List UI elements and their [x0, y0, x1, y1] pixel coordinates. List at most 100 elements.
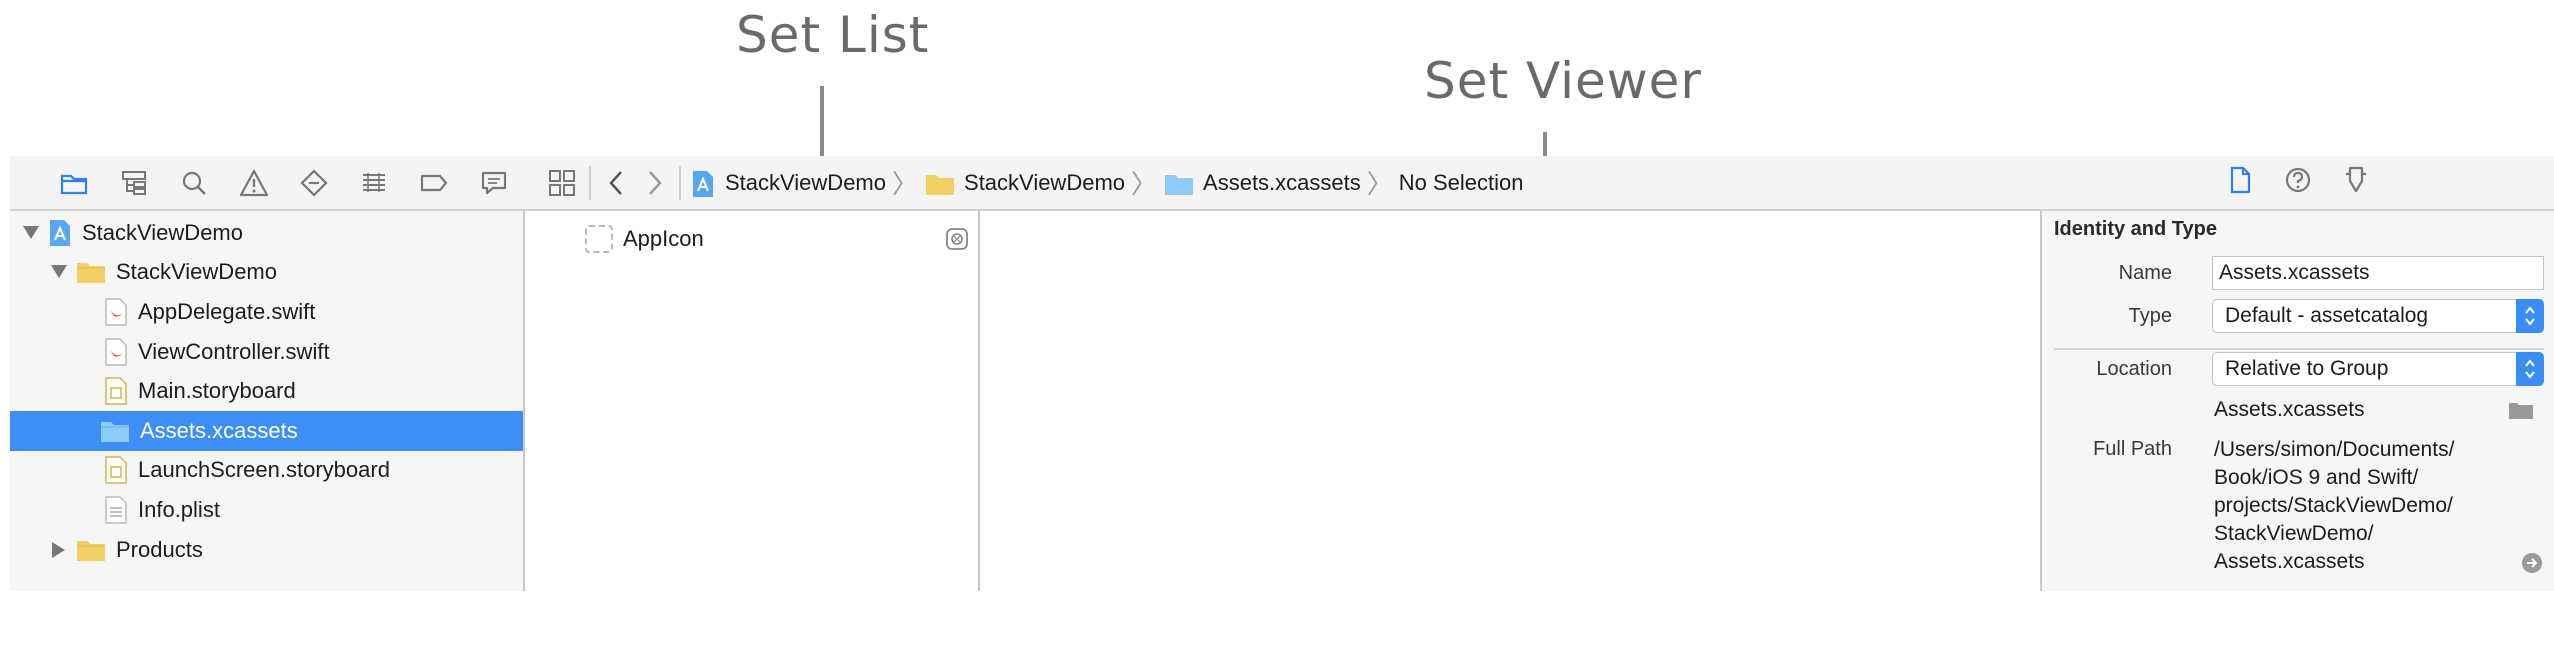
swift-file-icon: [104, 298, 128, 326]
location-select-value: Relative to Group: [2225, 357, 2389, 380]
list-icon: [363, 172, 385, 192]
tree-item-appdelegate[interactable]: AppDelegate.swift: [10, 292, 523, 332]
select-arrows-icon: [2516, 352, 2544, 386]
set-list-item-appicon[interactable]: AppIcon: [585, 225, 704, 253]
tree-item-group-stackviewdemo[interactable]: StackViewDemo: [10, 253, 523, 293]
type-select-value: Default - assetcatalog: [2225, 304, 2429, 327]
breadcrumb-separator-icon: 〉: [1131, 170, 1158, 200]
folder-icon: [76, 258, 106, 286]
location-label: Location: [2096, 358, 2172, 380]
tag-icon: [420, 174, 448, 191]
diamond-icon: [300, 168, 328, 197]
asset-set-viewer: [982, 211, 2042, 591]
disclosure-closed-icon[interactable]: [50, 541, 68, 559]
attributes-inspector-tab[interactable]: [2341, 165, 2371, 200]
symbol-navigator-tab[interactable]: [104, 163, 164, 203]
project-navigator: StackViewDemo StackViewDemo AppDelegate.…: [10, 156, 525, 591]
breadcrumb-separator-icon: 〉: [1366, 170, 1393, 200]
help-icon: [2285, 167, 2311, 193]
set-list-item-label: AppIcon: [623, 226, 704, 251]
appicon-placeholder-icon: [585, 225, 613, 253]
folder-icon: [60, 174, 88, 194]
forward-button[interactable]: [631, 163, 679, 203]
tree-item-project[interactable]: StackViewDemo: [10, 213, 523, 253]
disclosure-open-icon[interactable]: [22, 224, 40, 242]
quick-help-tab[interactable]: [2283, 165, 2313, 200]
hierarchy-icon: [122, 170, 146, 195]
breadcrumb-assets[interactable]: Assets.xcassets: [1163, 170, 1361, 196]
type-select[interactable]: Default - assetcatalog: [2212, 299, 2544, 333]
breakpoint-navigator-tab[interactable]: [404, 163, 464, 203]
breadcrumb-selection[interactable]: No Selection: [1399, 170, 1524, 196]
tree-item-viewcontroller[interactable]: ViewController.swift: [10, 332, 523, 372]
tree-item-label: AppDelegate.swift: [138, 298, 316, 324]
section-title: Identity and Type: [2054, 218, 2217, 240]
full-path-line: Assets.xcassets: [2214, 550, 2365, 573]
tree-item-label: Info.plist: [138, 496, 220, 522]
file-inspector-tab[interactable]: [2225, 165, 2255, 200]
full-path-line: projects/StackViewDemo/: [2214, 494, 2453, 517]
project-icon: [691, 170, 717, 197]
attributes-icon: [2346, 166, 2366, 193]
tree-item-label: ViewController.swift: [138, 338, 330, 364]
tree-item-label: StackViewDemo: [82, 219, 243, 245]
project-navigator-tab[interactable]: [44, 163, 104, 203]
debug-navigator-tab[interactable]: [344, 163, 404, 203]
file-icon: [2230, 166, 2251, 194]
asset-set-list: AppIcon: [525, 211, 980, 591]
tree-item-label: LaunchScreen.storyboard: [138, 457, 390, 483]
issue-navigator-tab[interactable]: [224, 163, 284, 203]
tree-item-label: StackViewDemo: [116, 259, 277, 285]
editor-jump-bar: StackViewDemo 〉 StackViewDemo 〉 Assets.x…: [525, 156, 2042, 211]
chevron-left-icon: [609, 170, 622, 195]
plist-icon: [104, 496, 128, 524]
breadcrumb-group[interactable]: StackViewDemo: [924, 170, 1125, 196]
breadcrumb-label: StackViewDemo: [964, 169, 1126, 195]
disclosure-open-icon[interactable]: [50, 263, 68, 281]
tree-item-launchscreen[interactable]: LaunchScreen.storyboard: [10, 451, 523, 491]
navigator-toolbar: [10, 156, 525, 211]
project-icon: [48, 219, 72, 247]
grid-icon: [549, 169, 575, 196]
name-field[interactable]: Assets.xcassets: [2212, 256, 2544, 290]
storyboard-icon: [104, 456, 128, 485]
storyboard-icon: [104, 377, 128, 405]
location-select[interactable]: Relative to Group: [2212, 352, 2544, 386]
folder-icon: [924, 170, 956, 196]
warning-icon: [239, 169, 269, 196]
annotation-set-viewer: Set Viewer: [1424, 52, 1702, 110]
tree-item-label: Main.storyboard: [138, 378, 296, 404]
tree-item-info-plist[interactable]: Info.plist: [10, 490, 523, 530]
tree-item-main-storyboard[interactable]: Main.storyboard: [10, 371, 523, 411]
breadcrumb-separator-icon: 〉: [892, 170, 919, 200]
tree-item-label: Assets.xcassets: [140, 417, 298, 443]
full-path-line: StackViewDemo/: [2214, 522, 2374, 545]
related-items-button[interactable]: [545, 163, 579, 203]
jumpbar-divider: [679, 165, 681, 200]
location-filename: Assets.xcassets: [2214, 398, 2365, 421]
reveal-in-finder-icon[interactable]: [2520, 551, 2544, 575]
tree-item-products[interactable]: Products: [10, 530, 523, 570]
assets-folder-icon: [1163, 170, 1195, 196]
file-tree: StackViewDemo StackViewDemo AppDelegate.…: [10, 213, 523, 569]
name-label: Name: [2118, 262, 2172, 284]
reveal-folder-icon[interactable]: [2508, 400, 2534, 420]
annotation-set-list: Set List: [736, 6, 930, 64]
tree-item-assets-xcassets[interactable]: Assets.xcassets: [10, 410, 523, 451]
assets-folder-icon: [100, 417, 130, 445]
inspector-toolbar: [2042, 156, 2554, 211]
file-inspector: Identity and Type Name Assets.xcassets T…: [2042, 156, 2554, 591]
breadcrumb-label: StackViewDemo: [725, 169, 886, 195]
back-button[interactable]: [601, 163, 631, 203]
test-navigator-tab[interactable]: [284, 163, 344, 203]
folder-icon: [76, 536, 106, 564]
inspector-divider: [2054, 348, 2544, 350]
full-path-line: Book/iOS 9 and Swift/: [2214, 466, 2419, 489]
full-path-line: /Users/simon/Documents/: [2214, 438, 2455, 461]
find-navigator-tab[interactable]: [164, 163, 224, 203]
full-path-value: /Users/simon/Documents/ Book/iOS 9 and S…: [2214, 436, 2514, 576]
breadcrumb-label: No Selection: [1398, 169, 1524, 195]
breadcrumb-project[interactable]: StackViewDemo: [691, 169, 886, 197]
report-navigator-tab[interactable]: [464, 163, 524, 203]
xcode-window: StackViewDemo StackViewDemo AppDelegate.…: [10, 156, 2554, 591]
